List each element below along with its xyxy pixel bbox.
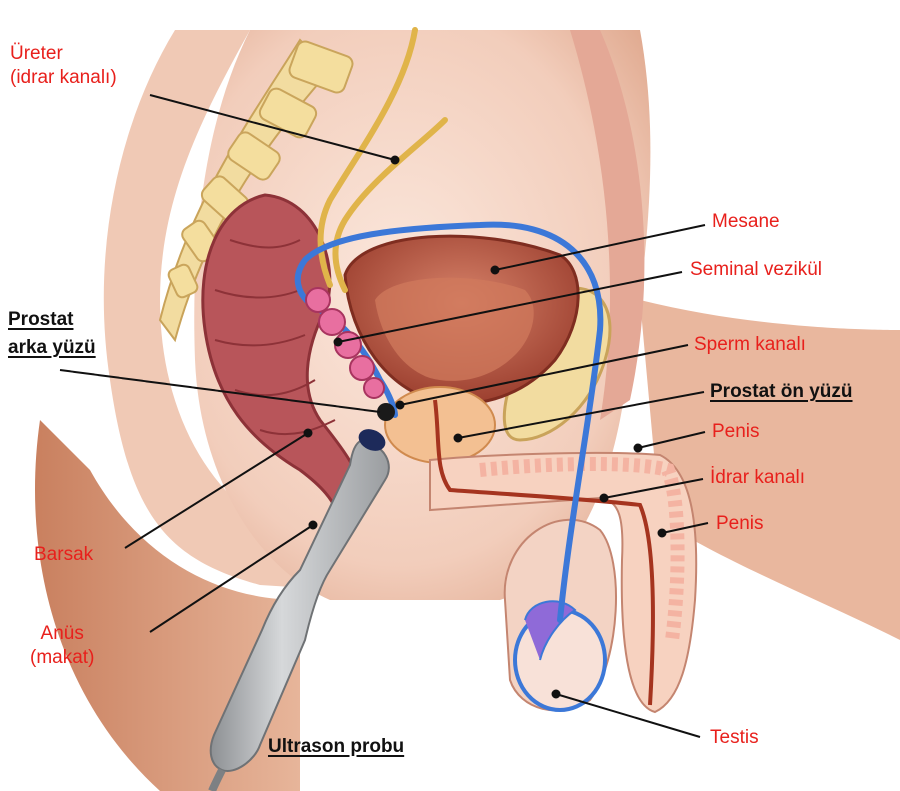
leader-dot-prostate-front <box>453 433 463 443</box>
leader-sperm <box>399 344 689 406</box>
label-urethra: İdrar kanalı <box>710 467 806 488</box>
label-penis-2: Penis <box>716 513 764 534</box>
leader-prostate-front <box>457 391 705 439</box>
leader-penis-1 <box>637 431 706 449</box>
buttock-shape <box>103 30 351 590</box>
leader-dot-colon <box>303 428 313 438</box>
leader-dot-bladder <box>490 265 500 275</box>
leader-dot-ureter <box>390 155 400 165</box>
leader-lines <box>59 94 709 738</box>
leader-anus <box>149 524 314 633</box>
label-prostate-back: Prostat arka yüzü <box>8 306 96 362</box>
probe-tip <box>358 429 386 451</box>
thigh-front <box>640 300 900 640</box>
leader-dot-penis-2 <box>657 528 667 538</box>
ureters <box>317 27 448 293</box>
urethra-duct <box>433 399 655 706</box>
label-ureter-line1: Üreter <box>10 43 63 64</box>
vas-deferens <box>294 221 604 623</box>
bladder <box>343 234 580 406</box>
leader-dot-anus <box>308 520 318 530</box>
leader-colon <box>124 432 309 549</box>
vertebra-icon <box>288 40 354 94</box>
ureter-left <box>317 27 418 288</box>
bladder-inner <box>375 277 534 381</box>
ultrasound-probe-icon <box>208 429 390 791</box>
ureter-right <box>332 117 448 293</box>
label-anus: Anüs (makat) <box>30 622 94 670</box>
label-ultrasound-probe: Ultrason probu <box>268 736 405 757</box>
penis <box>429 399 698 714</box>
leader-dot-seminal <box>333 337 343 347</box>
corpus-spongiosum <box>479 457 685 641</box>
colon-folds <box>214 239 336 436</box>
leader-seminal <box>337 271 683 343</box>
leader-dot-sperm <box>395 400 405 410</box>
vertebra-icon <box>258 87 318 139</box>
leader-penis-2 <box>661 522 709 534</box>
vertebra-icon <box>167 263 199 299</box>
leader-testis <box>555 693 701 738</box>
leader-bladder <box>494 224 706 271</box>
label-prostate-back-line1: Prostat <box>8 309 74 330</box>
label-bladder: Mesane <box>712 211 780 232</box>
probe-contact-point <box>377 403 395 421</box>
label-penis-1: Penis <box>712 421 760 442</box>
label-seminal-vesicle: Seminal vezikül <box>690 259 822 280</box>
label-testis: Testis <box>710 727 759 748</box>
label-sperm-duct: Sperm kanalı <box>694 334 806 355</box>
leader-prostate-back <box>59 369 381 413</box>
leader-ureter <box>149 94 396 161</box>
penis-shaft <box>429 451 698 714</box>
probe-cable <box>208 768 226 791</box>
leader-dot-urethra <box>599 493 609 503</box>
label-anus-line2: (makat) <box>30 647 95 668</box>
label-prostate-back-line2: arka yüzü <box>8 337 96 358</box>
leader-urethra <box>603 478 704 499</box>
leader-dot-penis-1 <box>633 443 643 453</box>
label-colon: Barsak <box>34 544 94 565</box>
label-anus-line1: Anüs <box>40 623 84 644</box>
leader-dot-testis <box>551 689 561 699</box>
vertebra-icon <box>227 131 281 181</box>
label-prostate-front: Prostat ön yüzü <box>710 381 853 402</box>
label-ureter-line2: (idrar kanalı) <box>10 67 117 88</box>
label-ureter: Üreter (idrar kanalı) <box>10 42 117 90</box>
abdomen-wall <box>570 30 645 420</box>
